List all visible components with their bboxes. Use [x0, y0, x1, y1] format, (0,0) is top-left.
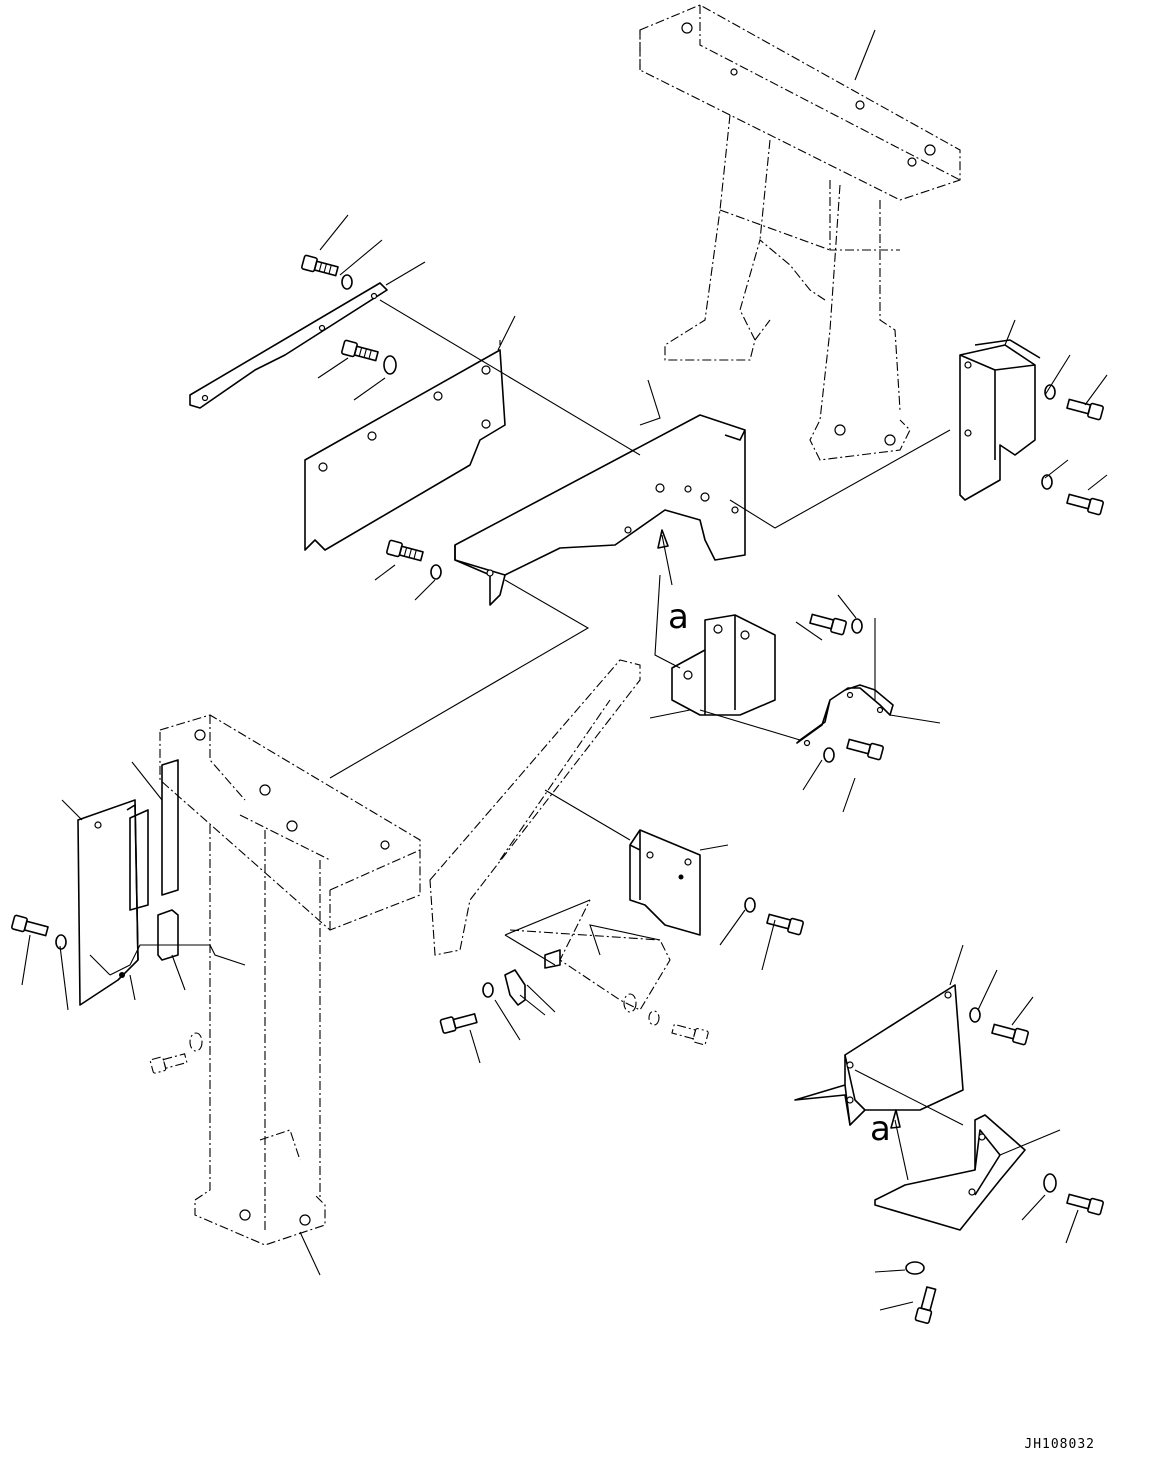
upper-left-panel — [304, 349, 506, 551]
left-side-panel — [77, 759, 179, 1006]
washer-set — [55, 274, 1057, 1275]
lower-right-cover — [794, 984, 964, 1126]
right-bracket — [959, 339, 1041, 501]
leader-lines — [21, 29, 1108, 1311]
center-lower-bracket — [629, 829, 701, 936]
small-clip — [504, 949, 561, 1006]
lower-right-tray: a — [870, 1109, 1026, 1231]
lower-frame-phantom — [159, 714, 421, 1246]
drawing-code: JH108032 — [1024, 1437, 1095, 1452]
upper-frame-phantom — [639, 4, 961, 461]
upper-strip — [189, 282, 388, 409]
bolt-set — [11, 254, 1104, 1324]
long-cover: a — [454, 414, 746, 637]
diagonal-arm-phantom — [429, 659, 671, 1011]
right-strap — [796, 684, 894, 747]
view-label-lower: a — [870, 1109, 891, 1149]
view-label-upper: a — [668, 597, 689, 637]
middle-bracket — [671, 614, 776, 716]
